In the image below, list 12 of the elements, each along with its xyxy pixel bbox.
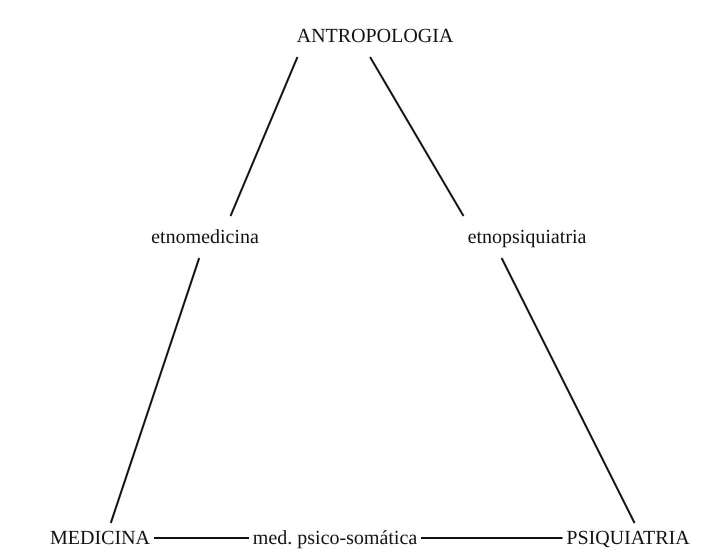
term-label: etnomedicina: [151, 226, 259, 248]
term-label: MEDICINA: [50, 527, 150, 549]
connector-line: [369, 56, 464, 216]
term-label: etnopsiquiatria: [468, 226, 586, 248]
connector-line: [421, 537, 562, 539]
term-label: PSIQUIATRIA: [566, 527, 690, 549]
term-label: med. psico-somática: [252, 527, 418, 549]
connector-line: [154, 537, 249, 539]
connector-line: [500, 258, 636, 524]
connector-line: [230, 56, 298, 216]
term-label: ANTROPOLOGIA: [296, 25, 454, 47]
connector-line: [110, 258, 200, 524]
